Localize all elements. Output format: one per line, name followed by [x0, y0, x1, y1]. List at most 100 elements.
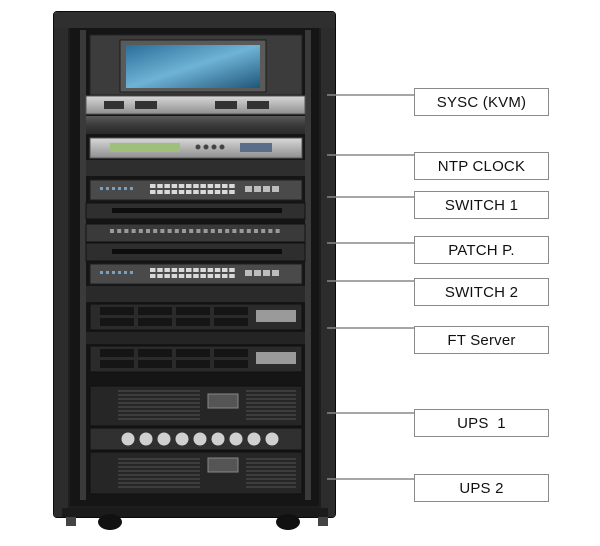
ntp-clock-display [110, 143, 180, 152]
ft-server-a-drive-bays [100, 307, 296, 326]
patch-port [218, 229, 222, 233]
uplink-port [254, 270, 261, 276]
switch-port [229, 274, 235, 278]
status-led [130, 271, 133, 274]
switch-2-gap [86, 286, 305, 302]
ft-server-gap [86, 332, 305, 344]
vent-slot [118, 406, 200, 408]
drive-bay [100, 349, 134, 357]
vent-slot [246, 478, 296, 480]
patch-port [167, 229, 172, 233]
vent-slot [118, 482, 200, 484]
drive-bay [214, 360, 248, 368]
label-ups-1: UPS 1 [414, 409, 549, 437]
ft-server-b-drive-bays [100, 349, 296, 368]
switch-port [207, 274, 214, 278]
power-outlet [247, 432, 261, 446]
switch-port [214, 274, 221, 278]
status-led [130, 187, 133, 190]
patch-port [146, 229, 150, 233]
switch-port [150, 190, 156, 194]
switch-port [157, 274, 163, 278]
ups-2-vents [118, 458, 296, 488]
switch-port [193, 184, 199, 188]
uplink-port [272, 270, 279, 276]
switch-port [222, 184, 228, 188]
vent-slot [118, 462, 200, 464]
label-sysc-kvm: SYSC (KVM) [414, 88, 549, 116]
switch-port [157, 184, 163, 188]
uplink-port [263, 186, 270, 192]
cabinet-right-frame [321, 12, 335, 517]
status-led [100, 271, 103, 274]
caster-left [98, 514, 122, 530]
vent-slot [246, 482, 296, 484]
drive-bay [176, 360, 210, 368]
vent-slot [246, 486, 296, 488]
switch-port [207, 184, 214, 188]
switch-port [186, 268, 192, 272]
switch-port [164, 274, 170, 278]
drive-bay [138, 318, 172, 326]
patch-port [117, 229, 122, 233]
vent-slot [246, 402, 296, 404]
switch-port [200, 184, 206, 188]
patch-panel-lower [85, 223, 306, 243]
vent-slot [246, 414, 296, 416]
switch-port [200, 268, 206, 272]
uplink-port [245, 270, 252, 276]
patch-port [203, 229, 208, 233]
switch-port [150, 274, 156, 278]
patch-port [261, 229, 266, 233]
vent-slot [118, 418, 200, 420]
switch-port [178, 268, 185, 272]
switch-port [229, 268, 235, 272]
drive-bay [176, 349, 210, 357]
switch-port [229, 184, 235, 188]
switch-port [222, 268, 228, 272]
ups-2-panel [207, 457, 239, 473]
uplink-port [254, 186, 261, 192]
patch-port [182, 229, 186, 233]
switch-port [222, 274, 228, 278]
kvm-tray [86, 116, 305, 134]
switch-port [164, 268, 170, 272]
kvm-base [85, 95, 306, 115]
foot-left [66, 517, 76, 526]
vent-slot [118, 398, 200, 400]
drive-bay [138, 307, 172, 315]
switch-port [193, 190, 199, 194]
drive-bay [176, 307, 210, 315]
switch-port [157, 268, 163, 272]
switch-port [229, 190, 235, 194]
server-control-panel [256, 352, 296, 364]
leader-lines [327, 94, 414, 480]
label-ups-2: UPS 2 [414, 474, 549, 502]
patch-port [174, 229, 179, 233]
ups-1-vents [118, 390, 296, 420]
patch-port [138, 229, 143, 233]
switch-port [164, 184, 170, 188]
status-led [118, 271, 121, 274]
vent-slot [118, 474, 200, 476]
patch-port [275, 229, 280, 233]
server-control-panel [256, 310, 296, 322]
power-outlet [265, 432, 279, 446]
switch-port [164, 190, 170, 194]
vent-slot [246, 418, 296, 420]
vent-slot [118, 394, 200, 396]
ups-1-panel [207, 393, 239, 409]
vent-slot [118, 410, 200, 412]
kvm-screen [126, 45, 260, 88]
switch-port [171, 190, 178, 194]
label-switch-1: SWITCH 1 [414, 191, 549, 219]
drive-bay [214, 318, 248, 326]
status-led [118, 187, 121, 190]
label-patch-panel: PATCH P. [414, 236, 549, 264]
switch-port [200, 274, 206, 278]
vent-slot [118, 458, 200, 460]
foot-right [318, 517, 328, 526]
vent-slot [246, 394, 296, 396]
power-outlet [229, 432, 243, 446]
vent-slot [246, 466, 296, 468]
